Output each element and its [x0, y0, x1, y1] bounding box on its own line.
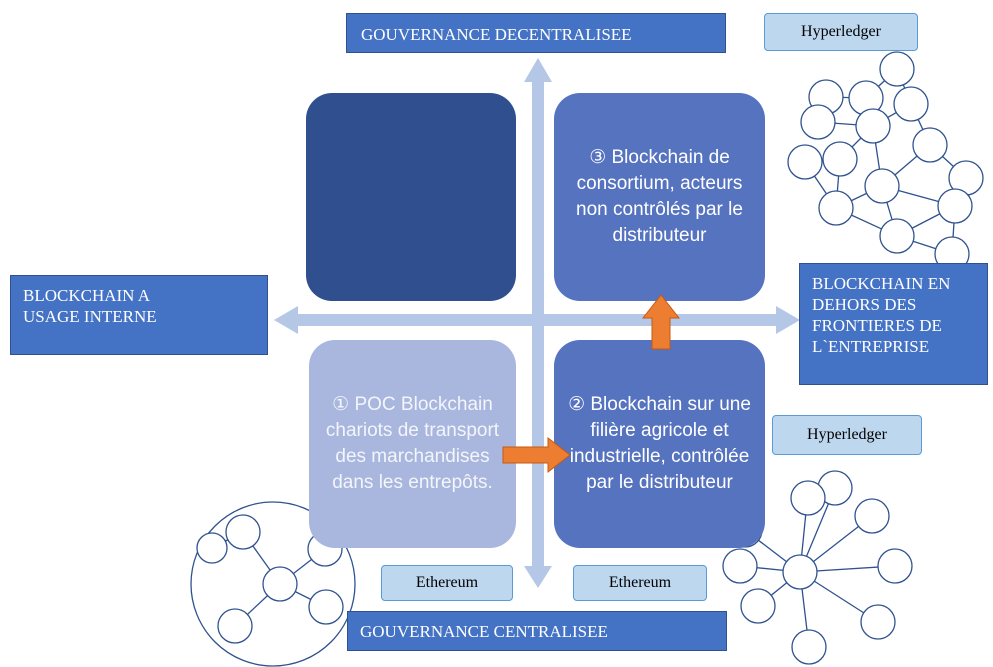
axis-arrowhead-left	[274, 306, 298, 334]
network-node	[791, 629, 827, 665]
quadrant-bottom-left-text: ① POC Blockchain chariots de transport d…	[325, 394, 500, 493]
quadrant-bottom-right: ② Blockchain sur une filière agricole et…	[554, 340, 765, 548]
network-node	[860, 604, 896, 640]
quadrant-top-left	[306, 93, 516, 301]
network-node	[864, 168, 900, 204]
tag-ethereum-left: Ethereum	[381, 565, 513, 601]
network-node	[790, 480, 826, 516]
network-node	[912, 127, 948, 163]
network-node	[822, 141, 858, 177]
horizontal-axis	[298, 314, 778, 326]
network-hub	[782, 554, 818, 590]
network-node	[722, 548, 758, 584]
network-boundary-circle	[190, 501, 356, 667]
network-node	[217, 608, 253, 644]
network-node	[740, 588, 776, 624]
tag-hyperledger-mid: Hyperledger	[772, 415, 922, 455]
network-node	[877, 548, 913, 584]
network-top-right	[787, 51, 984, 272]
network-node	[800, 104, 836, 140]
network-node	[787, 144, 823, 180]
axis-label-top: GOUVERNANCE DECENTRALISEE	[346, 13, 726, 53]
tag-hyperledger-top: Hyperledger	[764, 13, 918, 51]
network-node	[308, 589, 344, 625]
network-hub	[262, 566, 298, 602]
axis-label-left: BLOCKCHAIN A USAGE INTERNE	[10, 275, 268, 355]
network-node	[196, 532, 228, 564]
axis-arrowhead-up	[524, 58, 552, 82]
network-node	[879, 51, 915, 87]
network-node	[225, 514, 261, 550]
network-bottom-left	[190, 501, 356, 667]
network-node	[818, 190, 854, 226]
quadrant-bottom-left: ① POC Blockchain chariots de transport d…	[309, 340, 516, 548]
network-node	[893, 86, 929, 122]
axis-label-right: BLOCKCHAIN EN DEHORS DES FRONTIERES DE L…	[799, 263, 988, 385]
network-node	[937, 188, 973, 224]
network-node	[855, 108, 891, 144]
quadrant-top-right-text: ③ Blockchain de consortium, acteurs non …	[576, 147, 743, 246]
axis-arrowhead-right	[776, 306, 800, 334]
quadrant-bottom-right-text: ② Blockchain sur une filière agricole et…	[568, 394, 751, 493]
axis-arrowhead-down	[524, 566, 552, 588]
axis-label-bottom: GOUVERNANCE CENTRALISEE	[347, 611, 727, 651]
tag-ethereum-right: Ethereum	[573, 565, 707, 601]
quadrant-top-right: ③ Blockchain de consortium, acteurs non …	[554, 93, 765, 301]
network-node	[854, 498, 890, 534]
network-node	[879, 218, 915, 254]
